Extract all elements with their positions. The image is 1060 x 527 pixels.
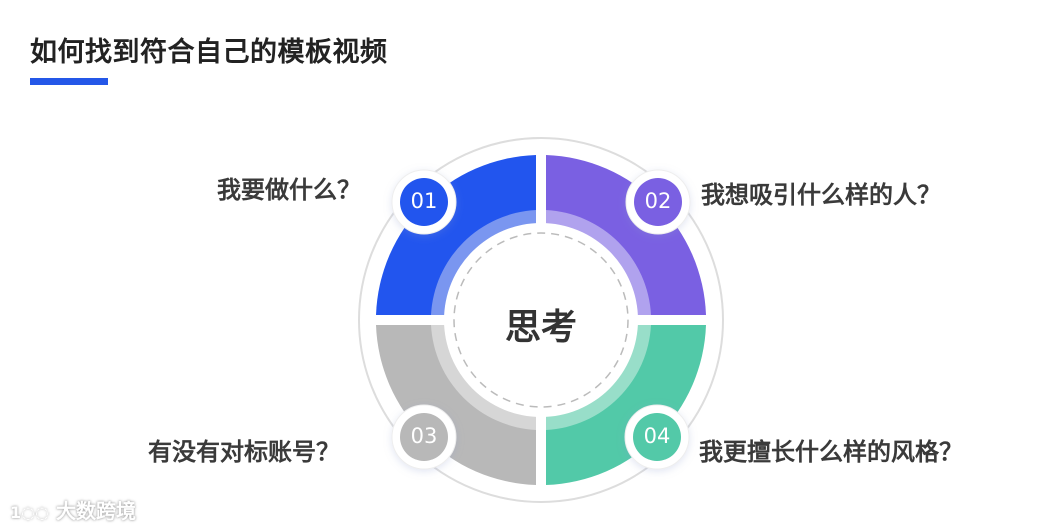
watermark: 1◌◌ 大数跨境 (10, 495, 136, 524)
label-03: 有没有对标账号？ (148, 438, 340, 466)
badge-04 (624, 404, 690, 470)
center-dashed-ring (453, 232, 629, 408)
badge-number-03: 03 (410, 424, 438, 448)
center-circle (444, 223, 638, 417)
title-underline (30, 78, 108, 85)
badge-03 (391, 404, 457, 470)
center-label: 思考 (504, 307, 577, 348)
badge-number-04: 04 (643, 424, 671, 448)
badge-01 (391, 169, 457, 235)
page-title: 如何找到符合自己的模板视频 (30, 37, 388, 68)
label-04: 我更擅长什么样的风格？ (699, 438, 963, 466)
100-logo-icon: 1◌◌ (10, 503, 50, 522)
badge-02 (625, 169, 691, 235)
watermark-text: 大数跨境 (56, 499, 137, 523)
badge-number-01: 01 (410, 189, 438, 213)
badge-number-02: 02 (644, 189, 672, 213)
label-01: 我要做什么？ (217, 176, 361, 204)
label-02: 我想吸引什么样的人？ (701, 181, 941, 209)
